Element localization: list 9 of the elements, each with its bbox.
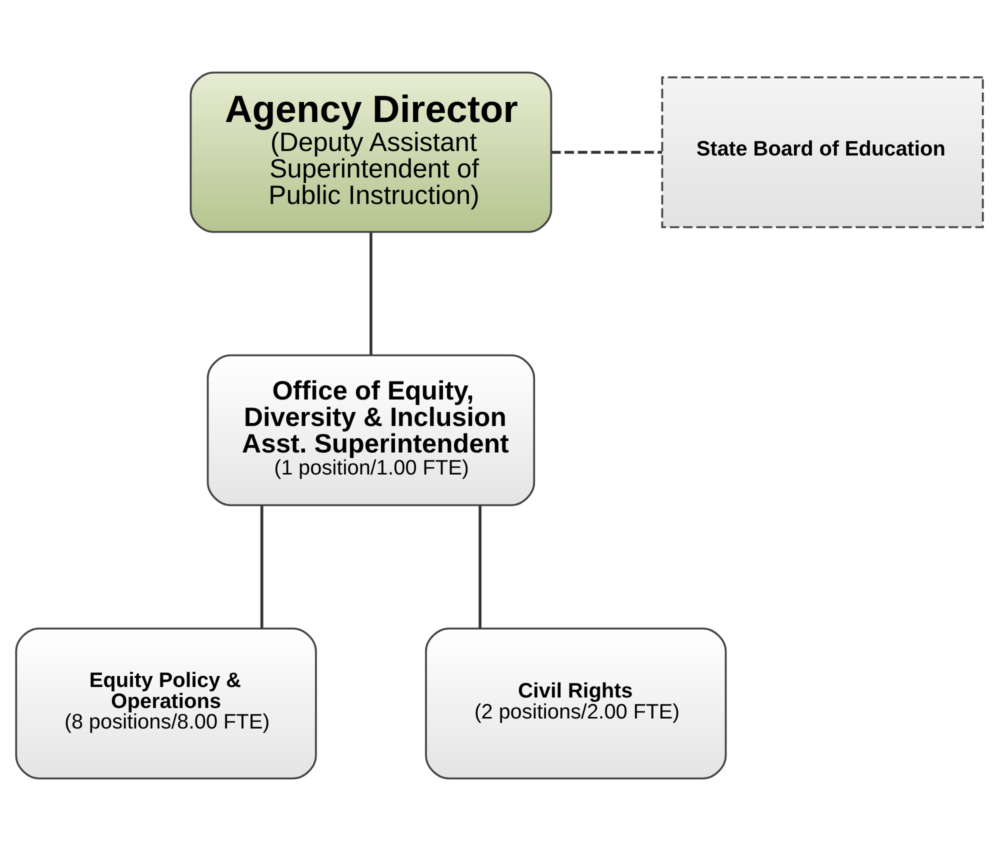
node-box: Agency Director (Deputy Assistant Superintendent of Public Instruction) [190, 72, 552, 233]
node-box: Office of Equity, Diversity & Inclusion Asst. Superintendent (1 position/1.00 FTE) [206, 354, 536, 506]
node-box: Equity Policy & Operations (8 positions/8.00 FTE) [15, 628, 317, 780]
connector [260, 506, 264, 628]
connector [370, 232, 372, 355]
connector [478, 506, 482, 628]
node-box: Civil Rights (2 positions/2.00 FTE) [425, 628, 727, 780]
connector [551, 150, 662, 154]
node-box: State Board of Education [661, 76, 984, 228]
